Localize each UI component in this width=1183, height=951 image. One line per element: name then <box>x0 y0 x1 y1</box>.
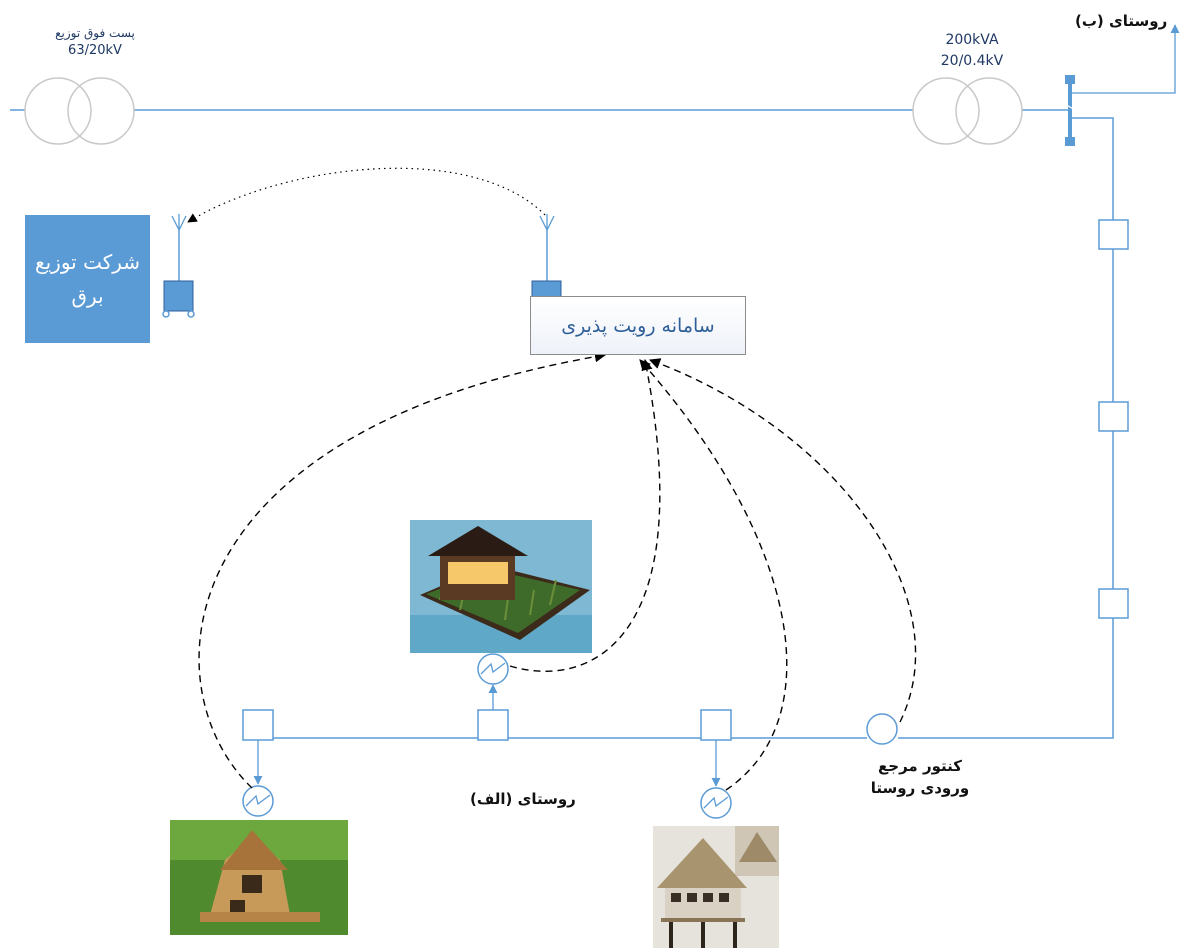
pole-box <box>242 709 274 741</box>
modem-antenna-icon <box>162 214 195 318</box>
utility-company-line1: شرکت توزیع <box>34 250 141 274</box>
village-a-feeder <box>898 117 1114 739</box>
pole-box <box>1098 219 1129 250</box>
pole-box <box>1098 588 1129 619</box>
reference-meter-line2: ورودی روستا <box>870 779 970 797</box>
village-b-label: روستای (ب) <box>1075 12 1168 30</box>
observability-system-box: سامانه رویت پذیری <box>530 296 746 355</box>
reference-meter-label: کنتور مرجع ورودی روستا <box>860 755 980 799</box>
substation-rating: 63/20kV <box>68 43 122 58</box>
substation-label: پست فوق توزیع 63/20kV <box>40 24 150 60</box>
utility-company-box: شرکت توزیع برق <box>25 215 150 343</box>
distribution-transformer-symbol <box>912 77 1023 145</box>
village-b-feeder <box>1070 24 1180 94</box>
smart-meter-icon <box>477 653 509 685</box>
village-a-label: روستای (الف) <box>470 790 576 808</box>
smart-meter-icon <box>242 785 274 817</box>
lv-busbar <box>1061 75 1079 146</box>
utility-company-line2: برق <box>71 284 104 308</box>
pole-box <box>700 709 732 741</box>
transformer-label: 200kVA 20/0.4kV <box>912 30 1032 72</box>
substation-transformer-symbol <box>24 77 135 145</box>
house-photo <box>653 826 779 948</box>
data-link <box>648 358 917 723</box>
reference-meter-symbol <box>866 713 898 745</box>
reference-meter-line1: کنتور مرجع <box>878 757 962 775</box>
house-photo <box>170 820 348 935</box>
pole-box <box>477 709 509 741</box>
smart-meter-icon <box>700 787 732 819</box>
data-link <box>509 358 661 672</box>
transformer-rating: 20/0.4kV <box>940 53 1004 69</box>
wireless-link <box>187 167 546 223</box>
pole-box <box>1098 401 1129 432</box>
transformer-capacity: 200kVA <box>945 32 999 48</box>
substation-name: پست فوق توزیع <box>55 26 135 40</box>
data-link <box>198 351 607 789</box>
data-link <box>639 359 788 791</box>
house-photo <box>410 520 592 653</box>
